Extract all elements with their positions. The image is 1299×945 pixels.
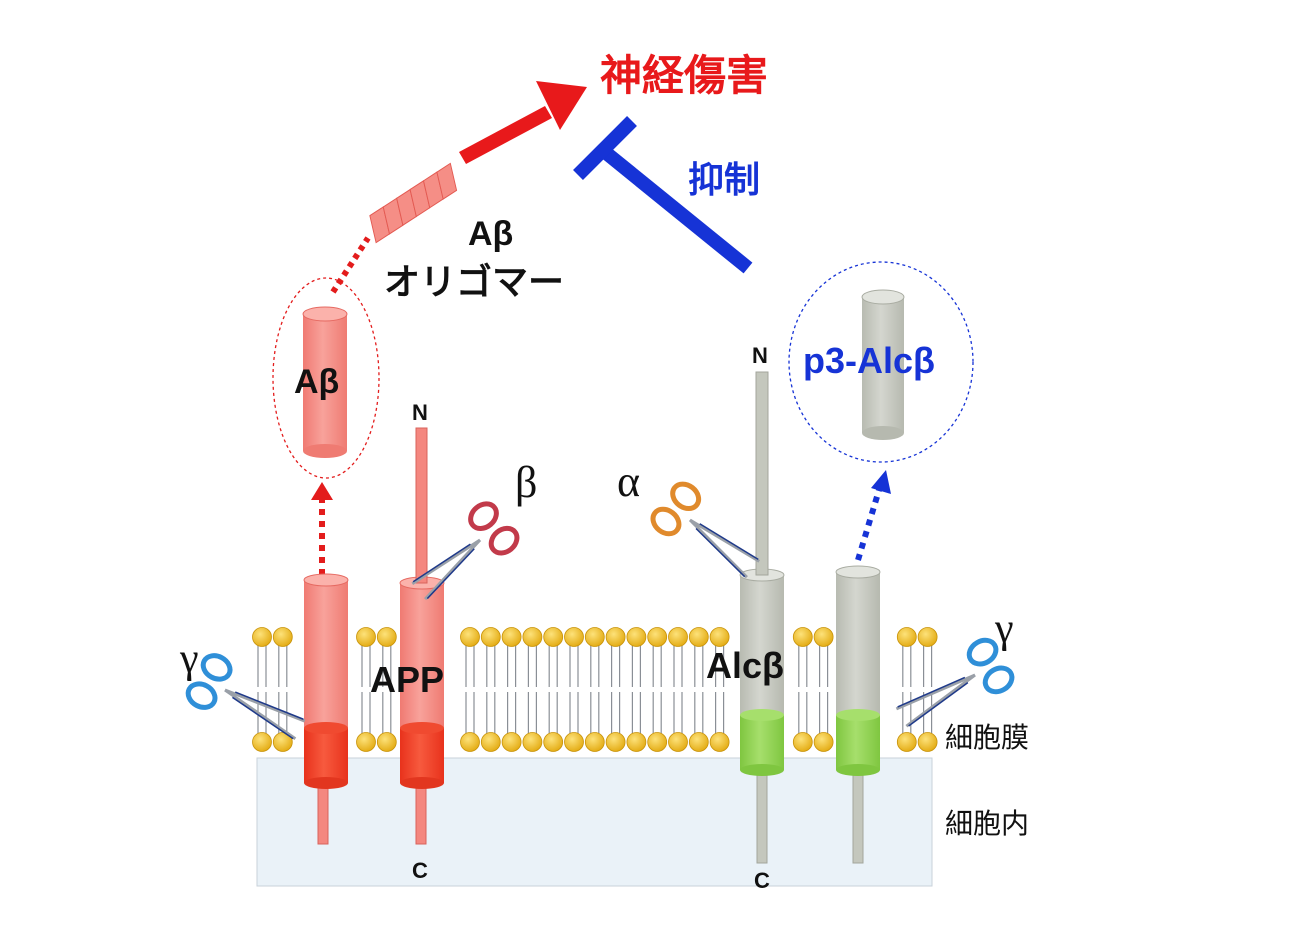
p3-alcb-label: p3-Alcβ: [803, 340, 935, 381]
lipid-head: [605, 627, 626, 647]
lipid-head: [376, 732, 397, 752]
dotted-arrow-app-to-abeta-head: [311, 482, 333, 500]
lipid-head: [688, 732, 709, 752]
abeta-monomer-cylinder: [302, 306, 348, 458]
p3-alcb-circle: [788, 261, 974, 463]
lipid-head: [688, 627, 709, 647]
lipid-head: [647, 627, 668, 647]
lipid-bilayer: [252, 627, 938, 752]
lipid-head: [252, 627, 272, 647]
lipid-head: [480, 732, 501, 752]
alcb-protein-left: [739, 371, 785, 864]
lipid-head: [792, 627, 813, 647]
lipid-head: [376, 627, 397, 647]
lipid-head: [626, 627, 647, 647]
app-protein-right: [399, 427, 445, 845]
abeta-oligomer-graphic: [369, 162, 458, 244]
lipid-head: [792, 732, 813, 752]
intracellular-label: 細胞内: [945, 808, 1029, 839]
cell-membrane-label: 細胞膜: [945, 722, 1029, 753]
lipid-head: [356, 732, 376, 752]
lipid-head: [564, 732, 584, 752]
lipid-head: [709, 627, 730, 647]
lipid-head: [709, 732, 730, 752]
lipid-head: [896, 732, 917, 752]
lipid-head: [917, 732, 938, 752]
lipid-head: [584, 627, 605, 647]
cytoplasm-region: [256, 757, 933, 887]
lipid-head: [564, 627, 584, 647]
lipid-head: [813, 627, 834, 647]
dotted-arrow-alcb-to-p3: [855, 489, 882, 561]
app-n-terminus-label: N: [412, 400, 428, 425]
lipid-head: [584, 732, 605, 752]
lipid-head: [501, 732, 522, 752]
suppression-label: 抑制: [688, 159, 760, 200]
app-label: APP: [370, 659, 444, 700]
abeta-monomer-label: Aβ: [294, 363, 339, 401]
gamma-secretase-left-label: γ: [179, 636, 199, 682]
lipid-head: [605, 732, 626, 752]
lipid-head: [272, 627, 293, 647]
damage-arrow: [459, 81, 587, 164]
abeta-oligomer-label-line2: オリゴマー: [384, 261, 564, 302]
suppression-inhibition-bar: [573, 116, 753, 274]
lipid-head: [917, 627, 938, 647]
scissors-icon: [411, 501, 520, 601]
alpha-secretase-label: α: [617, 457, 640, 506]
alcb-c-terminus-label: C: [754, 868, 770, 893]
lipid-head: [813, 732, 834, 752]
lipid-head: [647, 732, 668, 752]
dotted-arrow-alcb-to-p3-head: [871, 470, 891, 494]
lipid-head: [252, 732, 272, 752]
lipid-head: [543, 732, 564, 752]
lipid-head: [896, 627, 917, 647]
alcb-label: Alcβ: [706, 645, 784, 686]
lipid-head: [626, 732, 647, 752]
app-c-terminus-label: C: [412, 858, 428, 883]
abeta-monomer-circle: [272, 277, 380, 479]
abeta-oligomer-label-line1: Aβ: [468, 215, 513, 253]
alcb-protein-right: [835, 565, 881, 864]
lipid-head: [668, 627, 688, 647]
lipid-head: [522, 732, 543, 752]
scissors-icon: [185, 653, 306, 740]
alcb-n-terminus-label: N: [752, 343, 768, 368]
lipid-head: [480, 627, 501, 647]
lipid-head: [668, 732, 688, 752]
lipid-head: [522, 627, 543, 647]
lipid-head: [356, 627, 376, 647]
gamma-secretase-right-label: γ: [994, 606, 1014, 652]
neural-damage-label: 神経傷害: [600, 52, 768, 99]
lipid-head: [460, 627, 480, 647]
scissors-icon: [895, 637, 1015, 728]
scissors-icon: [650, 481, 760, 579]
lipid-head: [543, 627, 564, 647]
p3-alcb-cylinder: [861, 289, 905, 440]
dotted-arrow-abeta-to-oligomer: [330, 236, 371, 294]
lipid-head: [501, 627, 522, 647]
beta-secretase-label: β: [515, 458, 537, 507]
lipid-head: [460, 732, 480, 752]
app-protein-left: [303, 573, 349, 845]
